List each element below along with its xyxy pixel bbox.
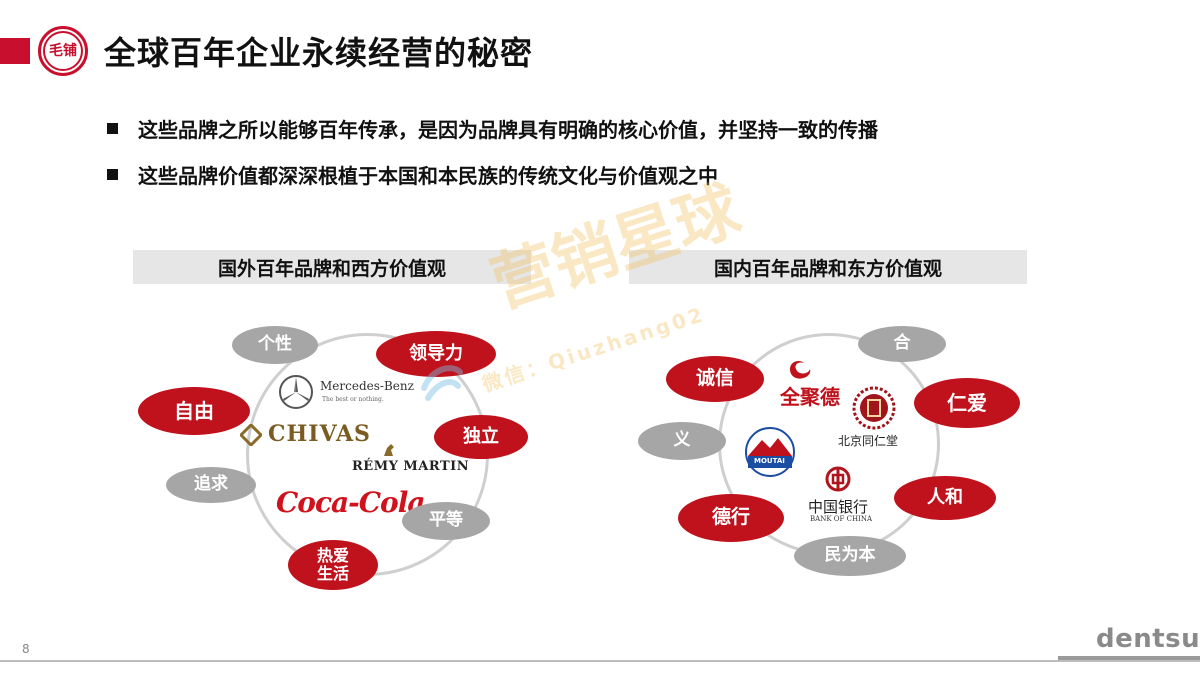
- moutai-wordmark: MOUTAI: [754, 457, 785, 465]
- value-righteousness: 义: [638, 422, 726, 460]
- value-integrity: 诚信: [666, 356, 764, 402]
- value-human-harmony: 人和: [894, 476, 996, 520]
- bank-of-china-en-wordmark: BANK OF CHINA: [810, 515, 873, 523]
- tongrentang-seal-icon: [852, 386, 896, 430]
- value-people-first: 民为本: [794, 536, 906, 576]
- value-virtue: 德行: [678, 494, 784, 542]
- chivas-emblem-icon: [238, 422, 264, 448]
- moutai-logo: [744, 426, 796, 478]
- chivas-wordmark: CHIVAS: [268, 421, 371, 447]
- logo-text: 毛铺: [43, 31, 83, 71]
- bullet-square-icon: [107, 169, 118, 180]
- bullet-text: 这些品牌之所以能够百年传承，是因为品牌具有明确的核心价值，并坚持一致的传播: [138, 118, 878, 142]
- bullet-item: 这些品牌价值都深深根植于本国和本民族的传统文化与价值观之中: [107, 160, 718, 189]
- quanjude-emblem-icon: [786, 357, 816, 381]
- quanjude-wordmark: 全聚德: [780, 385, 840, 409]
- watermark-planet-icon: [418, 358, 466, 406]
- mercedes-star-icon: [279, 375, 313, 409]
- mercedes-tagline: The best or nothing.: [322, 396, 384, 403]
- bullet-text: 这些品牌价值都深深根植于本国和本民族的传统文化与价值观之中: [138, 164, 718, 188]
- value-love-life: 热爱 生活: [288, 540, 378, 590]
- bullet-square-icon: [107, 123, 118, 134]
- bank-of-china-cn-wordmark: 中国银行: [808, 498, 869, 516]
- value-personality: 个性: [232, 326, 318, 364]
- value-freedom: 自由: [138, 387, 250, 435]
- right-panel-header: 国内百年品牌和东方价值观: [629, 250, 1027, 284]
- maopu-logo: 毛铺: [38, 26, 88, 76]
- footer-divider: [0, 660, 1200, 662]
- bullet-item: 这些品牌之所以能够百年传承，是因为品牌具有明确的核心价值，并坚持一致的传播: [107, 114, 878, 143]
- dentsu-underline: [1058, 656, 1200, 660]
- tongrentang-wordmark: 北京同仁堂: [838, 434, 899, 448]
- header-accent-bar: [0, 38, 30, 64]
- value-leadership: 领导力: [376, 331, 496, 377]
- value-benevolence: 仁爱: [914, 378, 1020, 428]
- dentsu-logo: dentsu: [1096, 624, 1200, 654]
- value-harmony: 合: [858, 326, 946, 362]
- value-equality: 平等: [402, 502, 490, 540]
- left-panel-header: 国外百年品牌和西方价值观: [133, 250, 531, 284]
- value-independence: 独立: [434, 415, 528, 459]
- page-title: 全球百年企业永续经营的秘密: [104, 34, 534, 72]
- mercedes-benz-logo: [278, 374, 314, 414]
- remy-centaur-icon: [382, 442, 396, 458]
- page-number: 8: [22, 642, 30, 656]
- bank-of-china-emblem-icon: [825, 466, 851, 492]
- value-pursuit: 追求: [166, 467, 256, 503]
- remy-martin-wordmark: RÉMY MARTIN: [352, 459, 470, 474]
- mercedes-wordmark: Mercedes-Benz: [320, 379, 414, 393]
- coca-cola-wordmark: Coca-Cola: [276, 486, 426, 519]
